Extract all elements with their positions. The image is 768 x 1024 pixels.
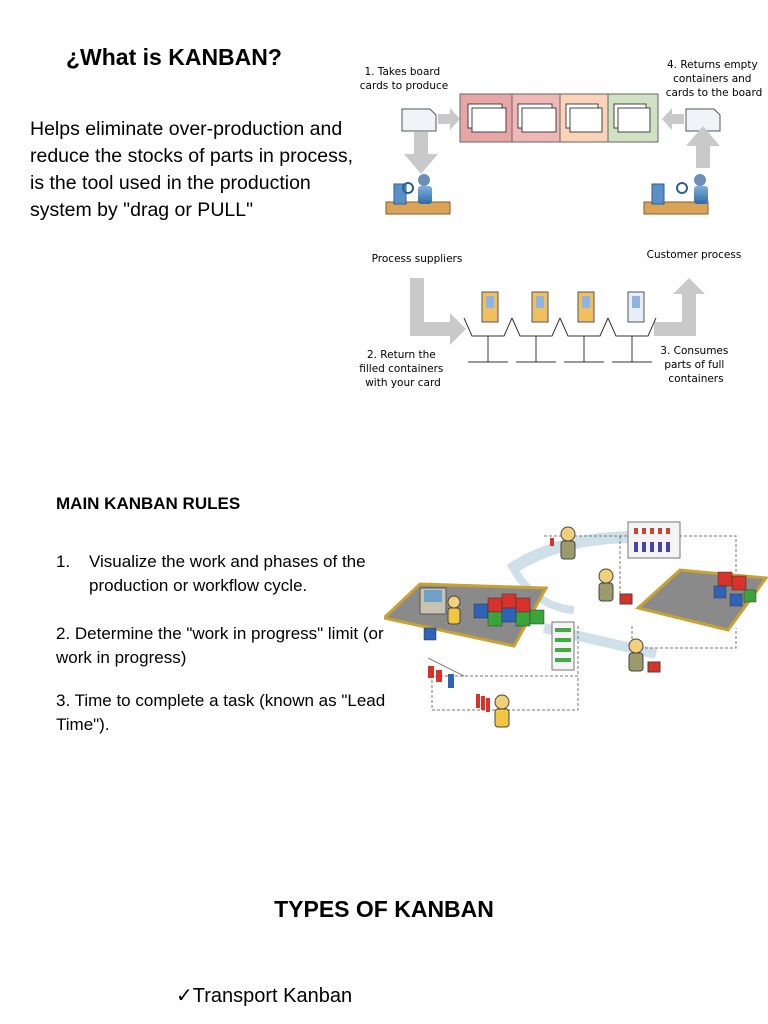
step3-label: 3. Consumes parts of full containers xyxy=(660,345,731,385)
down-arrow-icon xyxy=(404,132,438,174)
worker-icon xyxy=(598,568,633,605)
type-item-transport: ✓Transport Kanban xyxy=(176,983,352,1008)
worker-icon xyxy=(494,694,510,728)
step4-label: 4. Returns empty containers and cards to… xyxy=(666,59,763,99)
customer-station-icon xyxy=(643,174,709,215)
up-arrow-icon xyxy=(686,126,720,168)
card-icon xyxy=(401,108,437,132)
rule-1-text: Visualize the work and phases of the pro… xyxy=(89,552,366,595)
supplier-station-icon xyxy=(385,174,451,215)
kanban-board xyxy=(459,93,659,143)
return-arrow-icon xyxy=(410,278,466,345)
container-rack xyxy=(463,317,657,363)
rule-2: 2. Determine the "work in progress" limi… xyxy=(56,624,384,667)
rule-1: 1. Visualize the work and phases of the … xyxy=(56,550,386,598)
step2-label: 2. Return the filled containers with you… xyxy=(359,349,446,389)
process-suppliers-label: Process suppliers xyxy=(372,253,463,265)
page-title: ¿What is KANBAN? xyxy=(66,44,282,70)
worker-icon xyxy=(550,526,576,560)
rule-3: 3. Time to complete a task (known as "Le… xyxy=(56,691,386,734)
type-item-label: Transport Kanban xyxy=(192,985,353,1007)
arrow-icon xyxy=(438,108,460,130)
container-icon xyxy=(481,291,645,323)
workflow-illustration xyxy=(384,521,768,728)
worker-icon xyxy=(447,595,461,625)
rules-heading: MAIN KANBAN RULES xyxy=(56,494,241,513)
arrow-icon xyxy=(662,108,684,130)
kanban-board-icon xyxy=(627,521,681,559)
worker-icon xyxy=(628,638,661,673)
step1-label: 1. Takes board cards to produce xyxy=(360,66,448,92)
intro-paragraph: Helps eliminate over-production and redu… xyxy=(30,118,353,221)
customer-process-label: Customer process xyxy=(647,249,742,261)
consume-arrow-icon xyxy=(654,278,705,336)
rule-1-number: 1. xyxy=(56,552,71,571)
kanban-cycle-diagram: 1. Takes board cards to produce 4. Retur… xyxy=(359,59,763,389)
card-icon xyxy=(685,108,721,132)
check-icon: ✓ xyxy=(176,985,193,1007)
types-heading: TYPES OF KANBAN xyxy=(274,896,494,922)
